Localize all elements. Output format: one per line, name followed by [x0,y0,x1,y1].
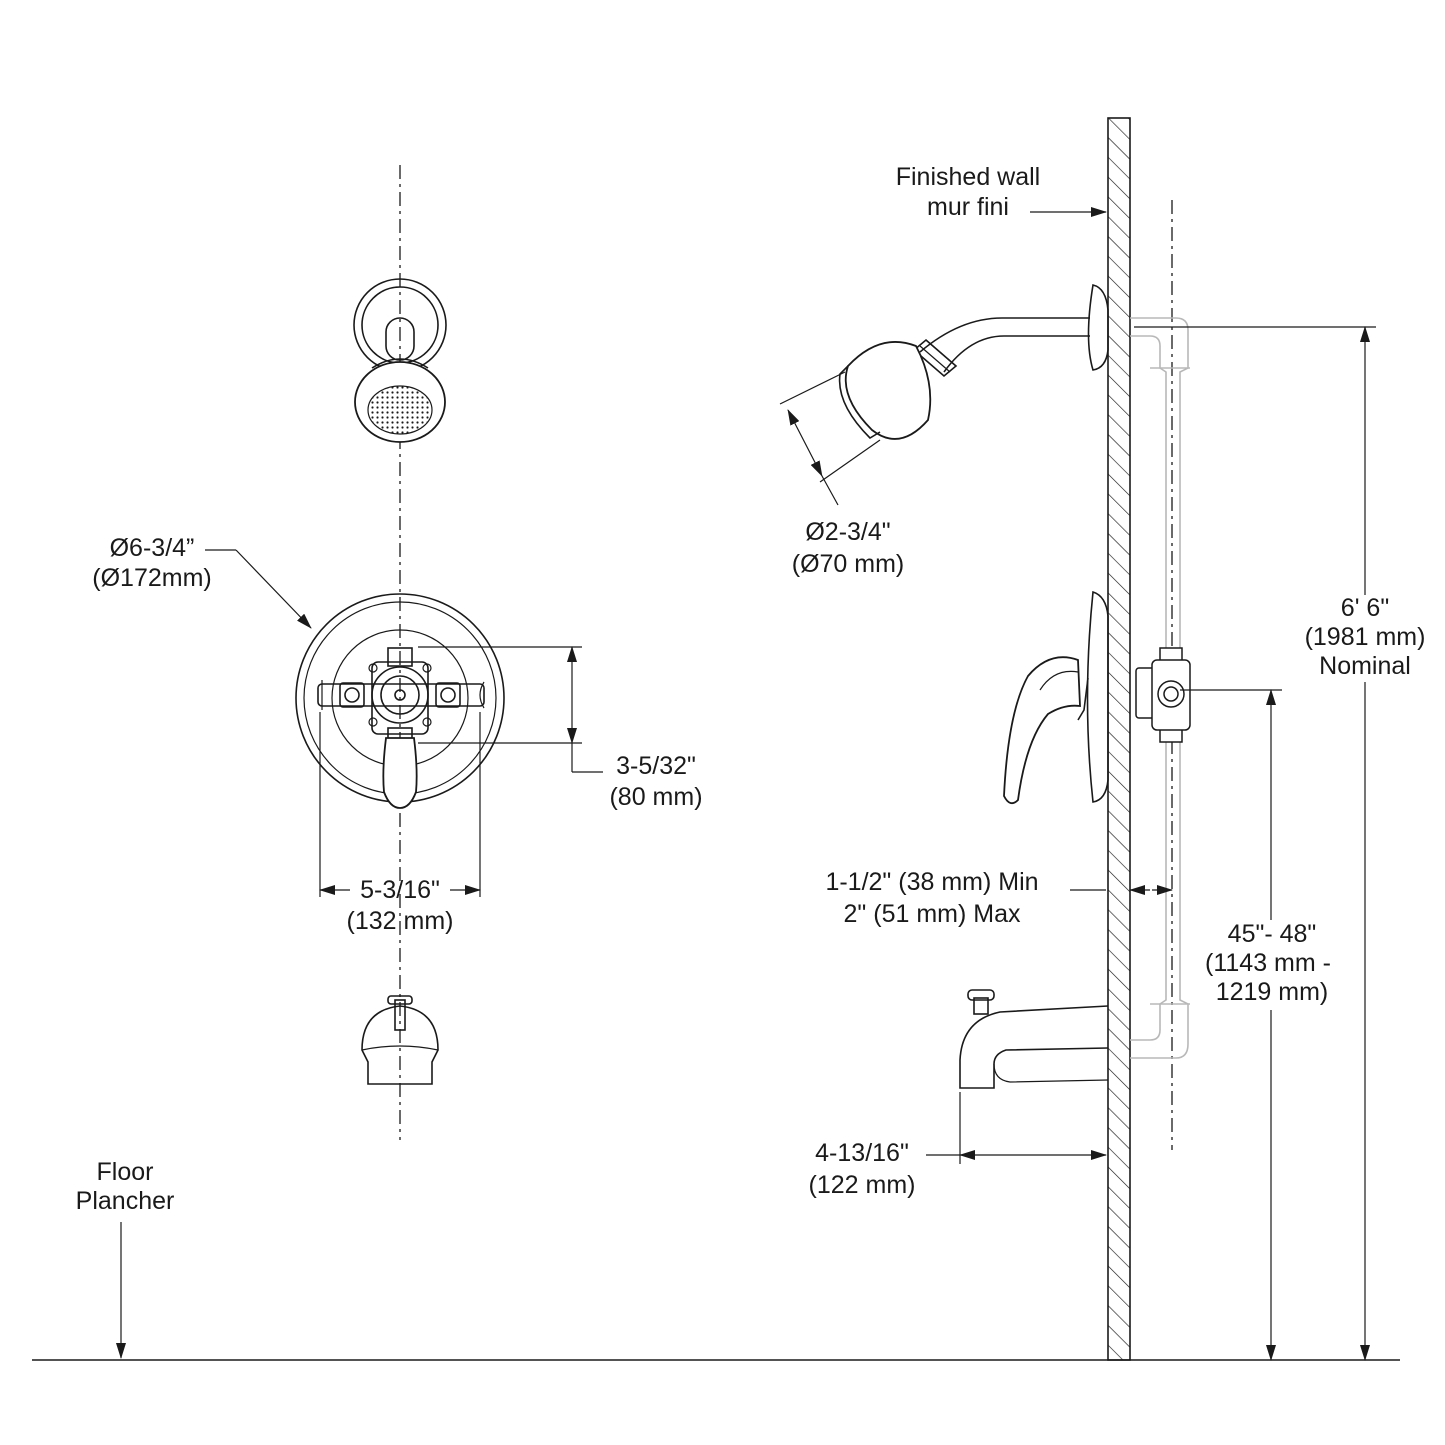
label-showerhead-height-note: Nominal [1319,652,1411,680]
label-floor-en: Floor [97,1158,154,1186]
tub-spout-side [959,989,1109,1089]
label-showerhead-diameter-in: Ø2-3/4" [805,518,890,546]
label-valve-height-mm-2: 1219 mm) [1216,978,1329,1006]
label-valve-height-in: 45"- 48" [1228,920,1317,948]
label-wall-depth-min: 1-1/2" (38 mm) Min [825,868,1038,896]
label-showerhead-diameter-mm: (Ø70 mm) [792,550,905,578]
valve-trim-side [1003,590,1191,805]
label-spout-reach-mm: (122 mm) [809,1171,916,1199]
front-view [205,165,603,1140]
label-trim-diameter-mm: (Ø172mm) [92,564,211,592]
label-spout-reach-in: 4-13/16" [815,1139,909,1167]
label-trim-diameter-in: Ø6-3/4” [110,534,195,562]
finished-wall [1107,117,1131,1361]
label-valve-offset-in: 3-5/32" [616,752,696,780]
showerhead-front [353,278,447,443]
label-valve-height-mm-1: (1143 mm - [1205,949,1331,977]
label-wall-depth-max: 2" (51 mm) Max [844,900,1021,928]
label-showerhead-height-ft: 6' 6" [1341,594,1389,622]
label-finished-wall-fr: mur fini [927,193,1009,221]
label-showerhead-height-mm: (1981 mm) [1305,623,1426,651]
label-valve-width-in: 5-3/16" [360,876,440,904]
label-floor-fr: Plancher [76,1187,175,1215]
label-finished-wall-en: Finished wall [896,163,1041,191]
showerhead-side [779,284,1109,506]
side-view [779,117,1376,1361]
label-valve-offset-mm: (80 mm) [609,783,702,811]
label-valve-width-mm: (132 mm) [347,907,454,935]
valve-trim-front [295,593,505,809]
tub-spout-front [361,995,439,1085]
labels: Finished wall mur fini Ø6-3/4” (Ø172mm) … [76,163,1426,1215]
